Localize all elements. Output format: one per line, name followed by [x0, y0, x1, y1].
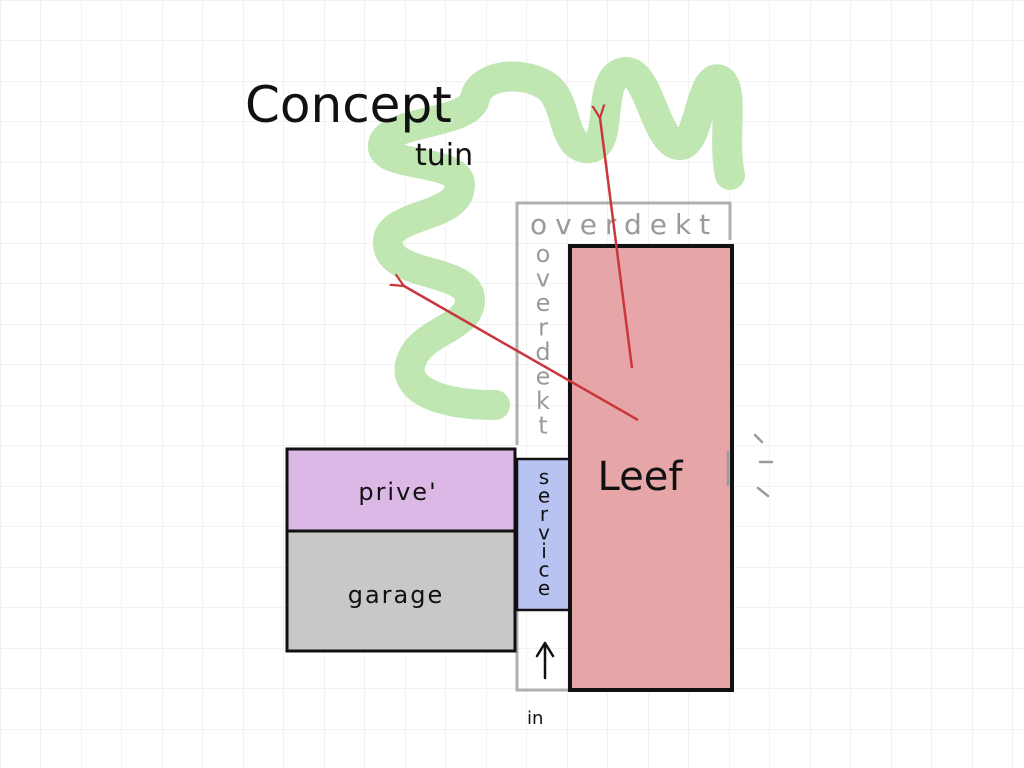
covered-letters-letter: r	[538, 314, 548, 342]
service-letters-letter: s	[539, 465, 549, 489]
up-arrow-icon	[535, 641, 555, 680]
arrow-to-garden-left	[404, 286, 639, 422]
covered-letters-letter: o	[536, 240, 551, 268]
service-letters-letter: c	[539, 558, 550, 582]
window-rays-icon	[726, 433, 774, 498]
covered-zone-outline	[515, 201, 732, 445]
covered-letters-letter: e	[536, 289, 551, 317]
leef-label: Leef	[598, 454, 684, 500]
entrance-label: in	[527, 708, 543, 729]
covered-letters-letter: k	[536, 387, 550, 415]
covered-letters-letter: e	[536, 363, 551, 391]
service-letters-letter: e	[538, 576, 550, 600]
service-letters-letter: e	[538, 484, 550, 508]
garage-label: garage	[348, 581, 445, 609]
covered-side-label: overdekt	[535, 240, 550, 440]
covered-letters-letter: t	[538, 412, 547, 440]
entrance-path	[515, 610, 572, 692]
title-main: Concept	[245, 76, 452, 134]
covered-letters-letter: d	[535, 338, 550, 366]
service-room	[515, 457, 574, 612]
leef-room	[568, 244, 734, 692]
title-sub: tuin	[415, 138, 473, 173]
arrow-to-garden-top	[600, 118, 634, 369]
service-letters-letter: i	[541, 539, 547, 563]
garage-room	[285, 529, 517, 653]
service-letters-letter: r	[540, 502, 549, 526]
covered-letters-letter: v	[536, 265, 550, 293]
garden-zone	[368, 57, 745, 420]
covered-top-label: overdekt	[530, 208, 718, 241]
service-letters-letter: v	[538, 521, 550, 545]
prive-label: prive'	[358, 478, 437, 506]
